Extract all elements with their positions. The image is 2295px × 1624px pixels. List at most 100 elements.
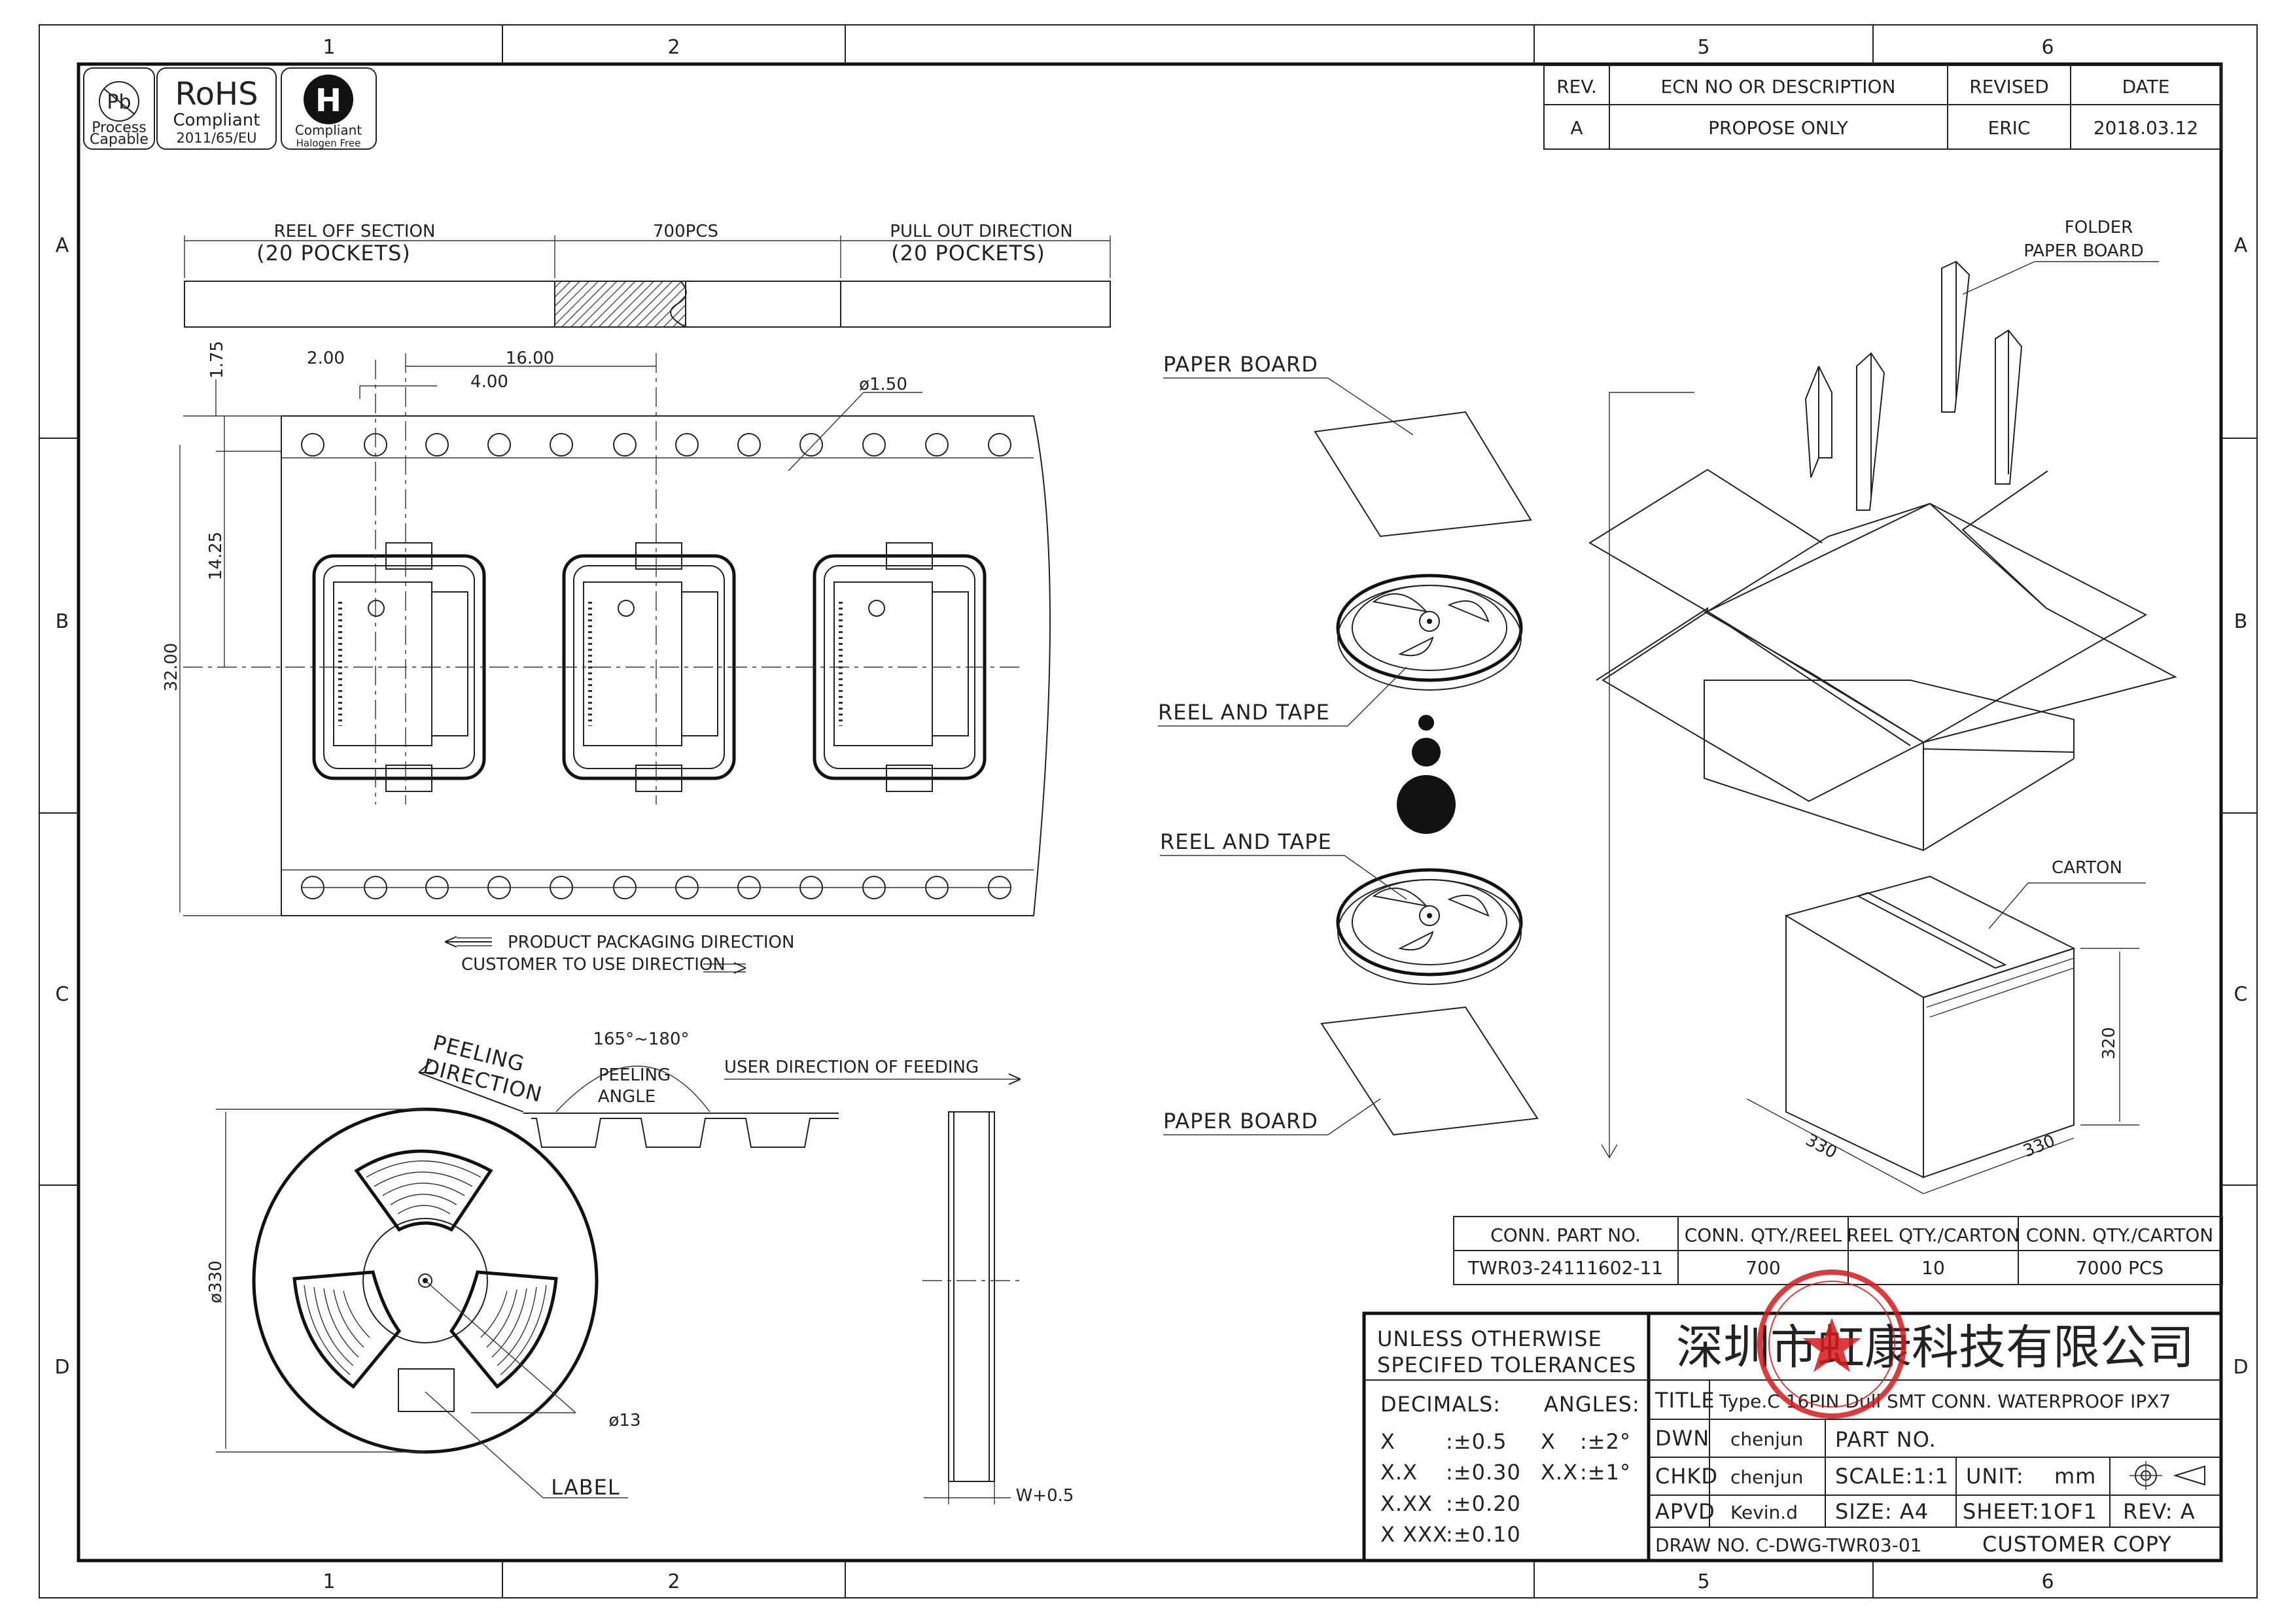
halogen-free-icon	[304, 75, 353, 124]
folder-paper-boards	[1804, 260, 2023, 511]
zone-row-c-left: C	[56, 983, 69, 1006]
dim-1-75: 1.75	[207, 341, 227, 379]
rev-value-desc: PROPOSE ONLY	[1708, 117, 1849, 139]
peeling-angle-1: PEELING	[599, 1065, 671, 1085]
zone-col-1-bottom: 1	[323, 1570, 335, 1593]
tol-xxx: X.XX	[1380, 1491, 1433, 1516]
dim-2-00: 2.00	[307, 349, 345, 368]
reel-width: W+0.5	[1016, 1486, 1074, 1506]
hub-diameter: ø13	[609, 1411, 641, 1430]
paper-board-top-label: PAPER BOARD	[1163, 352, 1318, 377]
dwn-label: DWN	[1655, 1426, 1709, 1451]
zone-row-a-left: A	[56, 234, 69, 257]
reel-window-left	[292, 1270, 402, 1389]
product-packaging-direction: PRODUCT PACKAGING DIRECTION	[508, 933, 794, 952]
dim-4-00: 4.00	[470, 372, 508, 392]
tol-xx-value: :±0.30	[1446, 1460, 1521, 1485]
qty-value-reel: 700	[1745, 1257, 1780, 1279]
reel-window-right	[449, 1270, 558, 1389]
tol-xxxx: X XXX	[1380, 1522, 1448, 1547]
rohs-title: RoHS	[175, 76, 258, 112]
pull-out-direction: PULL OUT DIRECTION	[890, 222, 1072, 241]
dim-16-00: 16.00	[506, 349, 554, 368]
tol-xxx-value: :±0.20	[1446, 1491, 1521, 1516]
rev-header-revised: REVISED	[1969, 76, 2049, 97]
zone-col-1-top: 1	[323, 36, 335, 59]
zone-col-2-bottom: 2	[667, 1570, 680, 1593]
frame	[39, 24, 2258, 1598]
folder-label-2: PAPER BOARD	[2023, 241, 2144, 261]
rev-value-revised: ERIC	[1988, 117, 2031, 139]
paper-board-bottom-label: PAPER BOARD	[1163, 1109, 1318, 1133]
rev-header-rev: REV.	[1556, 76, 1597, 97]
sprocket-holes-bottom	[301, 876, 1011, 899]
rev-header-desc: ECN NO OR DESCRIPTION	[1661, 76, 1896, 97]
zone-col-6-top: 6	[2041, 36, 2054, 59]
size: SIZE: A4	[1835, 1499, 1929, 1524]
dim-14-25: 14.25	[206, 532, 226, 580]
svg-text:H: H	[315, 82, 342, 119]
halogen-line1: Compliant	[295, 122, 362, 138]
tol-angle-xx-value: :±1°	[1580, 1460, 1631, 1485]
dwn-value: chenjun	[1730, 1428, 1803, 1450]
peeling-detail: PEELING DIRECTION 165°~180° PEELING ANGL…	[418, 1029, 1021, 1148]
angles-label: ANGLES:	[1544, 1392, 1640, 1417]
packing-view: PAPER BOARD REEL AND TAPE REEL AND TAPE	[1158, 218, 2177, 1194]
title-label: TITLE	[1655, 1388, 1715, 1413]
folder-label-1: FOLDER	[2065, 218, 2133, 237]
chkd-label: CHKD	[1655, 1464, 1718, 1489]
tape-qty: 700PCS	[653, 222, 718, 241]
rev-value-date: 2018.03.12	[2094, 117, 2198, 139]
reel-window-top	[354, 1149, 493, 1232]
dim-hole-1-50: ø1.50	[859, 375, 907, 394]
zone-row-d-right: D	[2233, 1356, 2248, 1379]
tol-angle-xx: X.X	[1541, 1460, 1578, 1485]
decimals-label: DECIMALS:	[1380, 1392, 1501, 1417]
unit-label: UNIT:	[1966, 1464, 2024, 1489]
tol-x: X	[1380, 1429, 1395, 1454]
tol-xxxx-value: :±0.10	[1446, 1522, 1521, 1547]
paper-board-bottom	[1320, 1006, 1539, 1136]
tape-strip: REEL OFF SECTION (20 POCKETS) 700PCS PUL…	[184, 222, 1111, 328]
zone-row-b-right: B	[2234, 610, 2248, 633]
reel-off-section: REEL OFF SECTION	[274, 222, 436, 241]
tol-angle-x: X	[1541, 1429, 1556, 1454]
rev: REV: A	[2123, 1499, 2196, 1524]
pb-line2: Capable	[90, 131, 149, 148]
reel-and-tape-2	[1336, 868, 1523, 985]
rohs-line2: 2011/65/EU	[177, 130, 257, 146]
reel-tape-1-label: REEL AND TAPE	[1158, 700, 1330, 725]
tol-xx: X.X	[1380, 1460, 1418, 1485]
carrier-tape: 2.00 16.00 4.00 1.75 14.25 32.00 ø1.50 P…	[162, 341, 1051, 975]
dim-32-00: 32.00	[162, 643, 181, 691]
qty-value-conn-carton: 7000 PCS	[2076, 1257, 2164, 1279]
zone-col-2-top: 2	[667, 36, 680, 59]
tol-x-value: :±0.5	[1446, 1429, 1507, 1454]
rev-value-rev: A	[1570, 117, 1583, 139]
carton-depth: 330	[2020, 1131, 2058, 1161]
user-feed-direction: USER DIRECTION OF FEEDING	[724, 1058, 979, 1077]
reel-side-view: W+0.5	[922, 1111, 1074, 1506]
qty-value-part-no: TWR03-24111602-11	[1467, 1257, 1663, 1279]
pb-icon	[99, 81, 139, 122]
qty-value-carton: 10	[1921, 1257, 1945, 1279]
zone-labels: 1 2 5 6 1 2 5 6 A B C D A B C D	[54, 36, 2248, 1593]
qty-header-part-no: CONN. PART NO.	[1490, 1224, 1641, 1246]
halogen-line2: Halogen Free	[296, 137, 361, 149]
chkd-value: chenjun	[1730, 1466, 1803, 1488]
reel-front-view: ø330 ø13 LABEL	[206, 1107, 641, 1500]
carton: CARTON 320 330 330	[1746, 858, 2146, 1194]
label-callout: LABEL	[551, 1475, 620, 1500]
zone-col-6-bottom: 6	[2041, 1570, 2054, 1593]
reel-diameter: ø330	[206, 1260, 226, 1304]
projection-symbol-icon	[2129, 1461, 2205, 1490]
reel-tape-2-label: REEL AND TAPE	[1160, 829, 1332, 854]
reel-and-tape-1	[1336, 574, 1523, 691]
compliance-badges: Pb Process Capable RoHS Compliant 2011/6…	[83, 67, 377, 150]
pb-line1: Process	[92, 120, 146, 136]
zone-col-5-top: 5	[1697, 36, 1709, 59]
peeling-angle-range: 165°~180°	[593, 1029, 689, 1049]
tolerance-line-1: UNLESS OTHERWISE	[1377, 1326, 1602, 1351]
tol-angle-x-value: :±2°	[1580, 1429, 1631, 1454]
